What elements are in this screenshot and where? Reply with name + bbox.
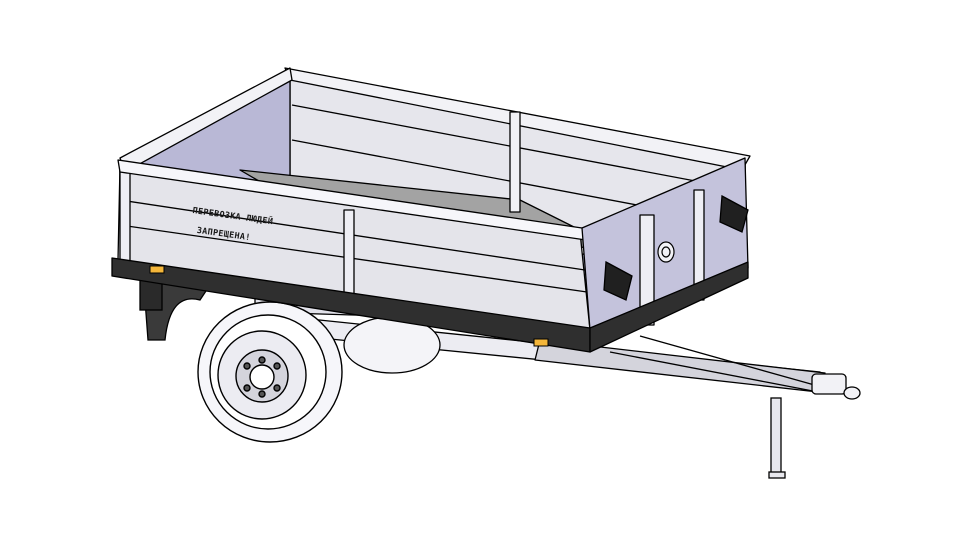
jack-stand: [768, 397, 786, 479]
reflector-front: [533, 338, 549, 347]
mudguard: [139, 279, 212, 341]
latch-right: [719, 194, 749, 233]
front-wheel: [197, 301, 343, 443]
reflector-rear: [149, 265, 165, 274]
round-logo-icon: [657, 241, 675, 263]
latch-left: [603, 260, 633, 301]
tow-coupling: [811, 373, 861, 400]
